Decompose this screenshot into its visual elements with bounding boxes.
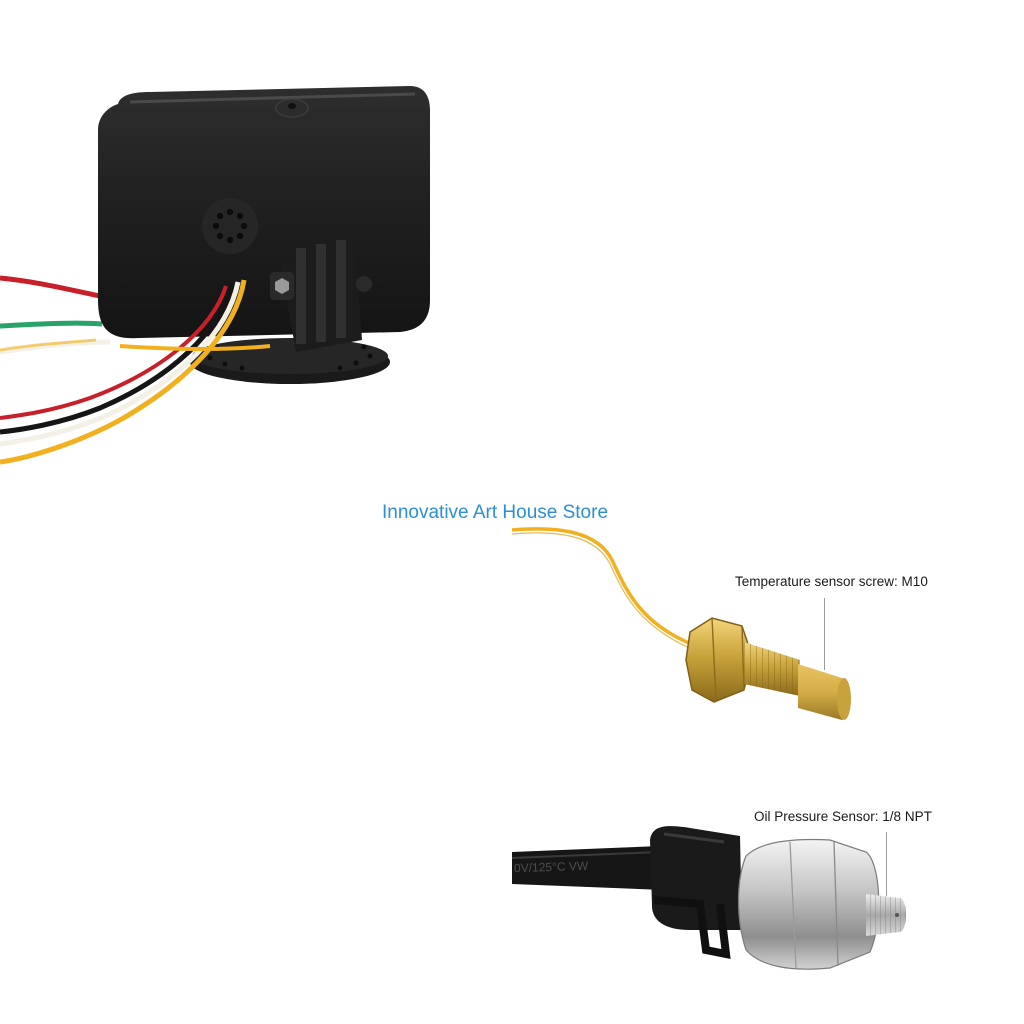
temperature-sensor	[511, 527, 851, 720]
temperature-sensor-label: Temperature sensor screw: M10	[735, 574, 928, 589]
oil-pressure-sensor-leader-line	[886, 832, 887, 896]
cable-print-text: 0V/125°C VW	[513, 858, 589, 876]
gauge-housing	[0, 86, 430, 465]
oil-pressure-sensor	[511, 826, 906, 970]
oil-pressure-sensor-label: Oil Pressure Sensor: 1/8 NPT	[754, 809, 932, 824]
store-watermark: Innovative Art House Store	[382, 502, 609, 523]
temperature-sensor-leader-line	[824, 598, 825, 670]
